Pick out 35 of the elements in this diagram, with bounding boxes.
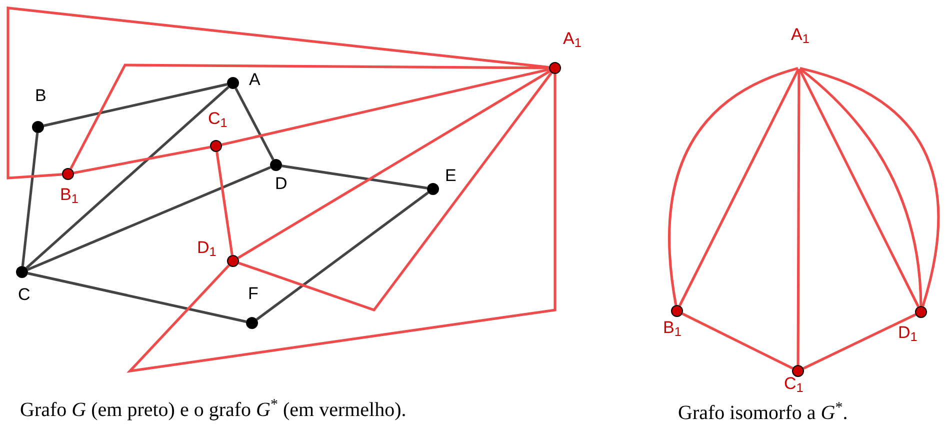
vertex-label: A$_{1}$ <box>563 30 582 47</box>
graph-edge <box>74 146 210 174</box>
graph-edge <box>256 192 429 320</box>
vertex-label: B$_{1}$ <box>663 319 682 336</box>
vertex-label: A <box>249 71 260 88</box>
graph-edge <box>126 74 556 373</box>
graph-edge <box>234 88 274 160</box>
graph-edge <box>21 132 39 266</box>
vertex-label: C <box>18 286 30 303</box>
graph-edge <box>28 272 246 323</box>
vertex-label: F <box>248 285 258 302</box>
graph-edge <box>238 72 552 312</box>
graph-edge <box>26 86 230 269</box>
vertex-label: A$_{1}$ <box>791 26 810 43</box>
graph-edge <box>222 68 550 146</box>
vertex-label: D$_{1}$ <box>898 324 918 341</box>
vertex-label: D$_{1}$ <box>197 239 216 256</box>
graph-edge <box>70 64 549 170</box>
vertex-label: C$_{1}$ <box>208 110 228 127</box>
graph-edge <box>796 69 800 365</box>
graph-edge <box>237 70 551 260</box>
graph-edge <box>6 6 550 180</box>
vertex-label: C$_{1}$ <box>784 375 804 392</box>
graph-edge <box>682 312 794 370</box>
vertex-label: B <box>35 87 46 104</box>
figure-caption: Grafo G (em preto) e o grafo G$^{*}$ (em vermelho). <box>20 396 406 423</box>
graph-edge <box>282 164 428 190</box>
vertex-label: E <box>445 167 456 184</box>
vertex-label: B$_{1}$ <box>60 186 78 203</box>
graph-edge <box>802 313 916 370</box>
vertex-label: D <box>275 175 288 192</box>
graph-edge <box>44 83 228 127</box>
graph-edge <box>27 166 271 271</box>
figure-caption: Grafo isomorfo a G$^{*}$. <box>678 398 848 426</box>
graph-edge <box>216 152 234 256</box>
